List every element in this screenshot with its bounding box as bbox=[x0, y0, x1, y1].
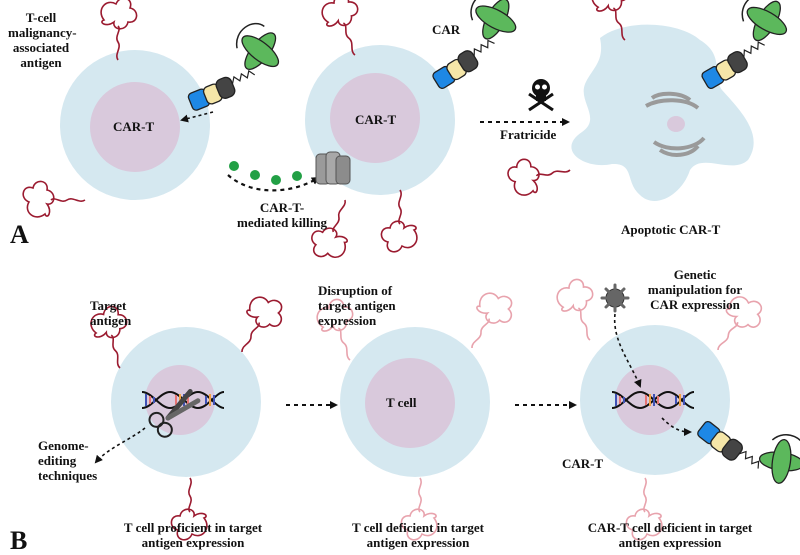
panel-letter-a: A bbox=[10, 220, 29, 249]
panel-b bbox=[86, 274, 800, 541]
cell-label-car-t-left: CAR-T bbox=[113, 119, 155, 134]
nuclear-fragment bbox=[667, 116, 685, 132]
disruption-label: Disruption of target antigen expression bbox=[318, 283, 396, 328]
antigen-icon bbox=[505, 150, 574, 199]
car-receptor-icon bbox=[168, 6, 301, 113]
apoptotic-cell bbox=[571, 24, 754, 201]
car-t-label: CAR-T bbox=[562, 456, 604, 471]
granzyme-granule bbox=[271, 175, 281, 185]
nucleus-left bbox=[90, 82, 180, 172]
transduction-arrow bbox=[613, 313, 642, 388]
caption-car-t-deficient: CAR-T cell deficient in target antigen e… bbox=[587, 520, 753, 550]
fragmented-nucleus bbox=[645, 91, 706, 157]
caption-deficient: T cell deficient in target antigen expre… bbox=[352, 520, 484, 550]
apoptotic-car-t-label: Apoptotic CAR-T bbox=[621, 222, 721, 237]
malignancy-antigen-label: T-cell malignancy- associated antigen bbox=[8, 10, 77, 70]
killing-arrow bbox=[227, 174, 320, 192]
car-label: CAR bbox=[432, 22, 461, 37]
perforin-pore-icon bbox=[315, 151, 351, 185]
nucleus-mid bbox=[330, 73, 420, 163]
internalization-arrow bbox=[180, 111, 214, 123]
faded-antigen-icon bbox=[552, 274, 609, 347]
antigen-icon bbox=[22, 180, 86, 218]
skull-crossbones-icon bbox=[528, 79, 554, 112]
cell-label-car-t-mid: CAR-T bbox=[355, 112, 397, 127]
scissors-icon bbox=[148, 389, 201, 438]
t-cell-label: T cell bbox=[386, 395, 417, 410]
caption-proficient: T cell proficient in target antigen expr… bbox=[123, 520, 263, 550]
granzyme-granule bbox=[250, 170, 260, 180]
granzyme-granule bbox=[292, 171, 302, 181]
faded-antigen-icon bbox=[456, 285, 520, 359]
genome-editing-arrow bbox=[94, 427, 146, 464]
antigen-icon bbox=[380, 189, 418, 253]
viral-vector-icon bbox=[600, 283, 630, 313]
nucleus-deficient bbox=[365, 358, 455, 448]
panel-a bbox=[22, 0, 800, 265]
panel-letter-b: B bbox=[10, 526, 28, 555]
target-antigen-label: Target antigen bbox=[90, 298, 132, 328]
car-t-killing-label: CAR-T- mediated killing bbox=[237, 200, 327, 230]
genetic-manipulation-label: Genetic manipulation for CAR expression bbox=[647, 267, 743, 312]
genome-editing-label: Genome- editing techniques bbox=[38, 438, 98, 483]
granzyme-granule bbox=[229, 161, 239, 171]
fratricide-label: Fratricide bbox=[500, 127, 557, 142]
